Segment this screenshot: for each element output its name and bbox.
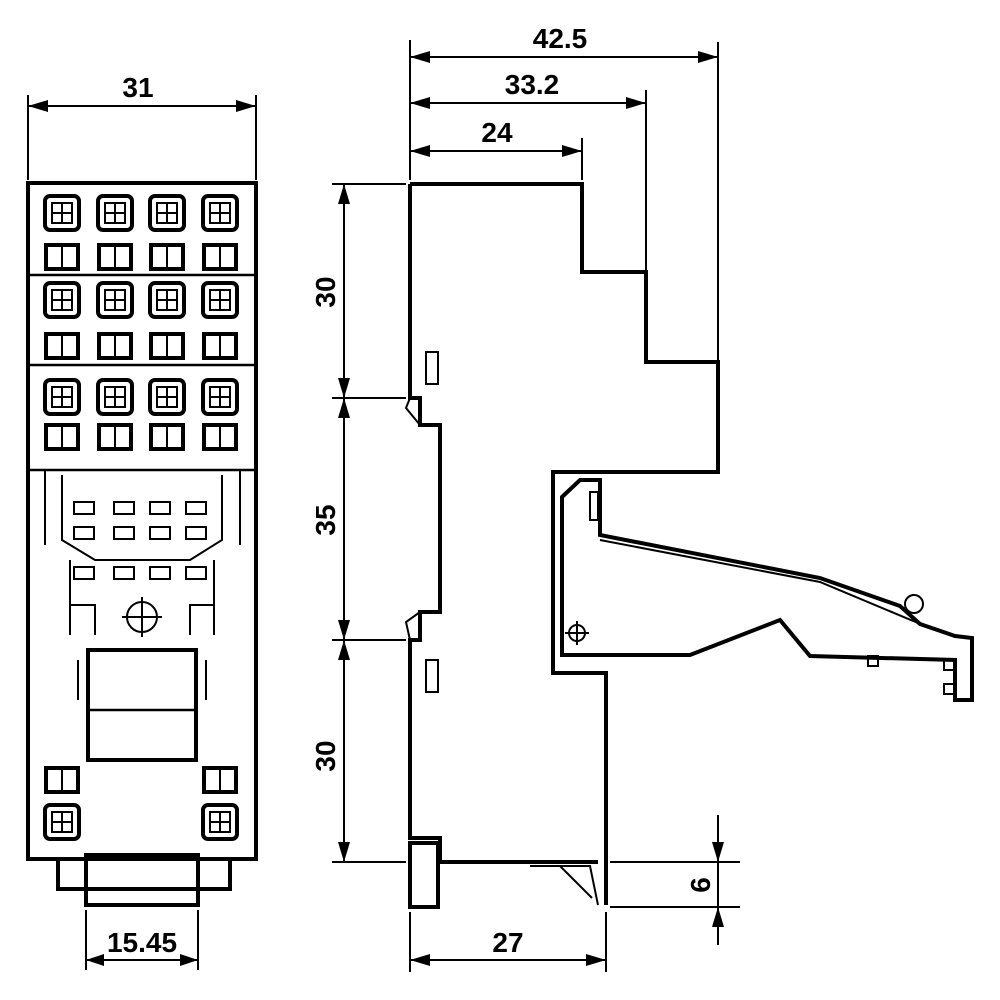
terminal-clamp: [97, 243, 133, 271]
terminal-grid: [43, 194, 239, 841]
terminal-screw: [148, 194, 186, 232]
terminal-clamp: [44, 243, 80, 271]
terminal-clamp: [149, 423, 185, 451]
terminal-screw: [201, 803, 239, 841]
retaining-lever: [560, 478, 974, 702]
terminal-screw: [96, 281, 134, 319]
dimension-base-width: 27: [409, 912, 607, 972]
dimension-label: 30: [310, 740, 341, 771]
label-holder: [77, 648, 207, 762]
terminal-screw: [148, 281, 186, 319]
slot: [425, 659, 439, 693]
terminal-screw: [43, 281, 81, 319]
terminal-clamp: [202, 332, 238, 360]
dimension-total-depth: 42.5: [409, 23, 719, 360]
terminal-clamp: [97, 332, 133, 360]
mounting-foot: [408, 841, 599, 909]
terminal-clamp: [202, 243, 238, 271]
terminal-screw: [43, 803, 81, 841]
dimension-label: 15.45: [107, 927, 177, 958]
bottom-connector: [56, 853, 232, 907]
contact-grid: [73, 501, 207, 580]
dimension-label: 6: [685, 877, 716, 893]
lever-pivot: [904, 594, 924, 614]
terminal-clamp: [44, 332, 80, 360]
dimension-label: 33.2: [505, 69, 560, 100]
terminal-screw: [43, 194, 81, 232]
terminal-clamp: [202, 423, 238, 451]
dimension-label: 42.5: [533, 23, 588, 54]
dimension-label: 27: [492, 927, 523, 958]
terminal-screw: [148, 378, 186, 416]
dimension-front-width: 31: [27, 72, 257, 180]
terminal-screw: [201, 378, 239, 416]
terminal-clamp: [202, 766, 238, 794]
dimension-label: 31: [122, 72, 153, 103]
dimension-top-depth: 24: [410, 117, 583, 180]
dimension-label: 24: [481, 117, 513, 148]
terminal-clamp: [149, 243, 185, 271]
terminal-clamp: [149, 332, 185, 360]
front-view: [26, 181, 258, 907]
terminal-clamp: [44, 766, 80, 794]
dimension-mid-depth: 33.2: [410, 69, 647, 270]
terminal-clamp: [97, 423, 133, 451]
terminal-screw: [201, 281, 239, 319]
retaining-clip: [44, 470, 241, 637]
dimension-foot-height: 6: [610, 815, 740, 945]
terminal-screw: [96, 194, 134, 232]
dimension-heights: 30 35 30: [310, 183, 406, 863]
side-view: [404, 182, 974, 909]
terminal-clamp: [44, 423, 80, 451]
dimension-label: 35: [310, 504, 341, 535]
slot: [425, 351, 439, 385]
terminal-screw: [96, 378, 134, 416]
terminal-screw: [43, 378, 81, 416]
dimension-label: 30: [310, 276, 341, 307]
terminal-screw: [201, 194, 239, 232]
dimension-bottom-width: 15.45: [85, 910, 199, 970]
